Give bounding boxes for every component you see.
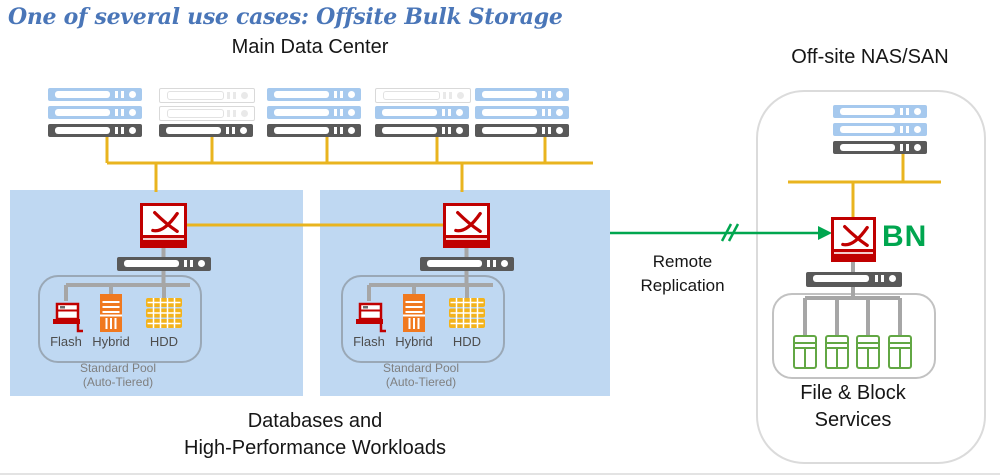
tier-label-flash: Flash: [50, 334, 82, 349]
server-icon: [475, 88, 569, 101]
standard-pool-frame-2: [341, 275, 505, 363]
tier-label-flash: Flash: [353, 334, 385, 349]
server-icon: [833, 141, 927, 154]
server-icon: [267, 88, 361, 101]
replication-appliance-icon: [443, 203, 490, 248]
link-break-icon: [720, 223, 740, 242]
switch-icon: [806, 272, 902, 287]
storage-shelf-icon: [825, 335, 849, 369]
orange-network-lines: [105, 137, 941, 227]
tier-label-hdd: HDD: [452, 334, 482, 349]
remote-replication-label: Remote Replication: [640, 252, 725, 295]
server-icon: [375, 124, 469, 137]
server-icon: [267, 106, 361, 119]
server-icon: [267, 124, 361, 137]
tier-label-hybrid: Hybrid: [92, 334, 130, 349]
standard-pool-frame-1: [38, 275, 202, 363]
offsite-heading: Off-site NAS/SAN: [791, 46, 949, 68]
replication-appliance-icon: [140, 203, 187, 248]
standard-pool-label: Standard Pool (Auto-Tiered): [79, 361, 157, 390]
flash-tier-icon: [53, 302, 83, 333]
switch-icon: [117, 257, 211, 271]
hybrid-tier-icon: [100, 294, 122, 332]
appliance-logo-icon: [151, 210, 179, 234]
server-icon: [833, 123, 927, 136]
main-datacenter-heading: Main Data Center: [231, 36, 389, 58]
server-icon: [375, 106, 469, 119]
server-icon: [48, 124, 142, 137]
arrow-head-icon: [818, 226, 832, 240]
server-icon: [159, 124, 253, 137]
storage-shelf-icon: [856, 335, 880, 369]
hybrid-tier-icon: [403, 294, 425, 332]
hdd-tier-icon: [449, 298, 485, 328]
server-icon: [375, 88, 471, 103]
tier-label-hdd: HDD: [149, 334, 179, 349]
tier-label-hybrid: Hybrid: [395, 334, 433, 349]
appliance-logo-icon: [454, 210, 482, 234]
remote-replication-arrow: [610, 223, 832, 242]
slide-title: One of several use cases: Offsite Bulk S…: [8, 4, 563, 30]
server-icon: [833, 105, 927, 118]
replication-appliance-icon: [831, 217, 876, 262]
server-icon: [48, 88, 142, 101]
hdd-tier-icon: [146, 298, 182, 328]
bn-appliance-label: BN: [882, 220, 928, 253]
appliance-logo-icon: [841, 224, 869, 248]
storage-shelf-icon: [793, 335, 817, 369]
switch-icon: [420, 257, 514, 271]
server-icon: [475, 106, 569, 119]
standard-pool-label: Standard Pool (Auto-Tiered): [382, 361, 460, 390]
gray-connector-lines: [64, 247, 902, 336]
server-icon: [475, 124, 569, 137]
server-icon: [159, 88, 255, 103]
workloads-caption: Databases and High-Performance Workloads: [184, 410, 446, 459]
storage-shelf-icon: [888, 335, 912, 369]
flash-tier-icon: [356, 302, 386, 333]
server-icon: [48, 106, 142, 119]
server-icon: [159, 106, 255, 121]
services-caption: File & Block Services: [800, 382, 906, 431]
